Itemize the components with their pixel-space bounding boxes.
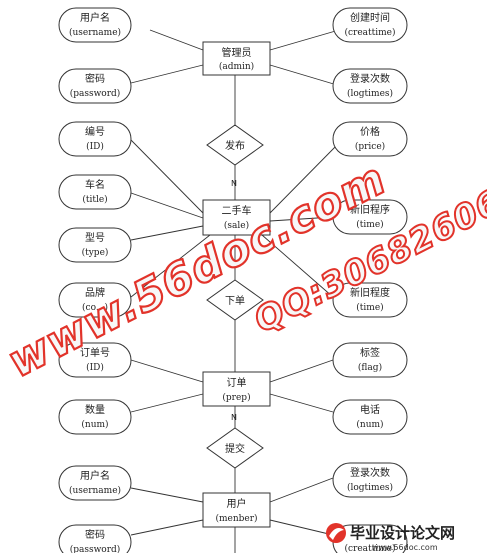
attribute-sale-title[interactable]: 车名 (title) bbox=[58, 174, 132, 210]
logo-url: www.56doc.com bbox=[372, 543, 438, 552]
attribute-code: (logtimes) bbox=[347, 88, 393, 99]
relationship-label: 发布 bbox=[225, 139, 245, 152]
logo-swirl-icon bbox=[329, 528, 344, 540]
logo-text: 毕业设计论文网 bbox=[350, 524, 455, 542]
attribute-name: 数量 bbox=[85, 403, 105, 416]
attribute-code: (username) bbox=[69, 485, 121, 496]
attribute-name: 创建时间 bbox=[350, 11, 390, 24]
attribute-admin-logtimes[interactable]: 登录次数 (logtimes) bbox=[332, 68, 408, 104]
entity-name: 二手车 bbox=[222, 204, 252, 217]
attribute-name: 订单号 bbox=[80, 347, 110, 359]
attribute-code: (creattime) bbox=[344, 543, 395, 553]
attribute-name: 密码 bbox=[85, 72, 105, 85]
relationship-submit[interactable]: 提交 bbox=[206, 427, 264, 469]
edges bbox=[130, 29, 340, 553]
attribute-code: (time) bbox=[356, 219, 383, 230]
attribute-name: 标签 bbox=[360, 346, 380, 359]
cardinality-label: N bbox=[231, 179, 237, 188]
attribute-code: (price) bbox=[355, 141, 385, 152]
attribute-name: 用户名 bbox=[80, 469, 110, 482]
attribute-name: 登录次数 bbox=[350, 72, 390, 85]
attribute-sale-time1[interactable]: 新旧程序 (time) bbox=[332, 199, 408, 235]
attribute-member-password[interactable]: 密码 (password) bbox=[58, 524, 132, 553]
attribute-prep-num[interactable]: 数量 (num) bbox=[58, 399, 132, 435]
attribute-code: (time) bbox=[356, 302, 383, 313]
relationship-label: 提交 bbox=[225, 442, 245, 455]
site-logo: 毕业设计论文网 www.56doc.com bbox=[326, 523, 455, 552]
attribute-code: (creattime) bbox=[344, 27, 395, 38]
attribute-sale-price[interactable]: 价格 (price) bbox=[332, 121, 408, 157]
attribute-name: 登录次数 bbox=[350, 466, 390, 479]
attribute-prep-flag[interactable]: 标签 (flag) bbox=[332, 342, 408, 378]
attribute-code: (username) bbox=[69, 27, 121, 38]
attribute-name: 新旧程度 bbox=[350, 286, 390, 299]
attribute-code: (title) bbox=[82, 194, 107, 205]
entity-admin[interactable]: 管理员 (admin) bbox=[202, 41, 271, 76]
entity-name: 管理员 bbox=[222, 46, 252, 59]
entity-code: (prep) bbox=[222, 392, 250, 403]
attribute-sale-type[interactable]: 型号 (type) bbox=[58, 227, 132, 263]
attribute-prep-tel[interactable]: 电话 (num) bbox=[332, 399, 408, 435]
attribute-name: 型号 bbox=[85, 231, 105, 244]
attribute-name: 新旧程序 bbox=[350, 203, 390, 216]
attribute-code: (password) bbox=[70, 88, 121, 99]
attribute-admin-creattime[interactable]: 创建时间 (creattime) bbox=[332, 7, 408, 43]
attribute-prep-id[interactable]: 订单号 (ID) bbox=[58, 342, 132, 378]
relationship-order[interactable]: 下单 bbox=[206, 279, 264, 321]
attribute-name: 价格 bbox=[360, 125, 380, 138]
entity-member[interactable]: 用户 (menber) bbox=[202, 492, 271, 528]
relationship-label: 下单 bbox=[225, 295, 245, 307]
attribute-name: 品牌 bbox=[85, 286, 105, 299]
attribute-sale-brand[interactable]: 品牌 (co...) bbox=[58, 282, 132, 318]
attribute-sale-id[interactable]: 编号 (ID) bbox=[58, 121, 132, 157]
attribute-admin-password[interactable]: 密码 (password) bbox=[58, 68, 132, 104]
attribute-code: (num) bbox=[81, 419, 108, 430]
attribute-code: (password) bbox=[70, 544, 121, 553]
attribute-code: (type) bbox=[82, 247, 109, 258]
attribute-code: (ID) bbox=[86, 141, 104, 152]
attribute-code: (ID) bbox=[86, 362, 104, 373]
entity-name: 用户 bbox=[227, 497, 247, 510]
entity-code: (menber) bbox=[215, 513, 257, 524]
attribute-member-logtimes[interactable]: 登录次数 (logtimes) bbox=[332, 462, 408, 498]
entity-sale[interactable]: 二手车 (sale) bbox=[202, 199, 271, 236]
attribute-member-username[interactable]: 用户名 (username) bbox=[58, 465, 132, 501]
attribute-code: (num) bbox=[356, 419, 383, 430]
attribute-code: (logtimes) bbox=[347, 482, 393, 493]
attribute-sale-time2[interactable]: 新旧程度 (time) bbox=[332, 282, 408, 318]
entity-code: (sale) bbox=[224, 220, 249, 231]
attribute-admin-username[interactable]: 用户名 (username) bbox=[58, 7, 132, 43]
attribute-name: 密码 bbox=[85, 528, 105, 541]
attribute-code: (co...) bbox=[82, 302, 108, 313]
relationship-publish[interactable]: 发布 bbox=[206, 124, 264, 166]
entity-name: 订单 bbox=[227, 377, 247, 389]
attribute-code: (flag) bbox=[358, 362, 382, 373]
entity-code: (admin) bbox=[219, 61, 254, 72]
attribute-name: 编号 bbox=[85, 125, 105, 138]
entity-prep[interactable]: 订单 (prep) bbox=[202, 371, 271, 407]
attribute-name: 用户名 bbox=[80, 11, 110, 24]
attribute-name: 车名 bbox=[85, 178, 105, 191]
attribute-name: 电话 bbox=[360, 403, 380, 416]
cardinality-label: N bbox=[231, 413, 237, 422]
